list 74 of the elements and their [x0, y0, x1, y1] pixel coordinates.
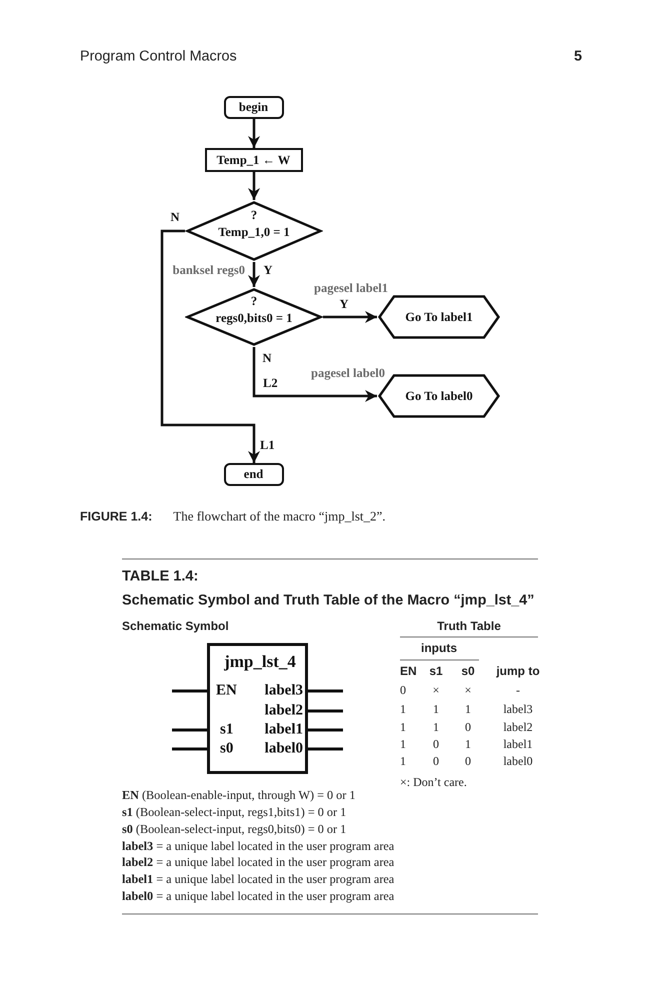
table-value: 1: [400, 721, 406, 735]
table-value: label1: [503, 738, 533, 752]
node-text: Temp_1,0 = 1: [218, 224, 290, 240]
table-value: label2: [503, 721, 533, 735]
running-head: Program Control Macros: [80, 48, 237, 66]
node-text: ?: [250, 294, 258, 308]
table-value: label0: [503, 755, 533, 769]
column-group-header: inputs: [421, 642, 457, 656]
column-header: jump to: [496, 665, 540, 679]
table-value: 1: [400, 755, 406, 769]
table-value: 0: [465, 755, 471, 769]
node-text: Temp_1 ← W: [216, 152, 290, 167]
instruction-annotation: banksel regs0: [172, 262, 245, 278]
arrow: [248, 262, 260, 287]
table-value: 0: [400, 684, 406, 698]
instruction-annotation: pagesel label1: [314, 280, 388, 296]
figure-caption: FIGURE 1.4: The flowchart of the macro “jmp_lst_2”.: [80, 510, 386, 524]
definition-line: s0 (Boolean-select-input, regs0,bits0) = 0 or 1: [122, 822, 346, 836]
definition-line: label1 = a unique label located in the user program area: [122, 872, 394, 886]
branch-label: L1: [260, 438, 275, 452]
definition-line: label2 = a unique label located in the user program area: [122, 855, 394, 870]
pin-label: label1: [264, 721, 303, 739]
definition-line: label3 = a unique label located in the user program area: [122, 838, 394, 853]
process-box: [205, 148, 303, 172]
schematic-symbol-box: [207, 643, 308, 774]
pin-label: label2: [264, 702, 303, 720]
table-value: 1: [465, 703, 471, 717]
start-terminal: [224, 96, 284, 119]
table-title: Schematic Symbol and Truth Table of the Macro “jmp_lst_4”: [122, 592, 534, 610]
instruction-annotation: pagesel label0: [311, 366, 385, 380]
pin-label: EN: [216, 682, 237, 700]
table-value: 0: [433, 738, 439, 752]
table-value: 1: [433, 703, 439, 717]
table-value: 1: [400, 703, 406, 717]
arrow: [160, 230, 260, 463]
section-heading: Schematic Symbol: [122, 620, 229, 634]
decision-diamond: [185, 200, 323, 262]
table-value: 1: [400, 738, 406, 752]
pin-label: s0: [220, 740, 234, 758]
table-value: 1: [465, 738, 471, 752]
node-text: Go To label0: [405, 388, 473, 404]
definition-line: label0 = a unique label located in the user program area: [122, 889, 394, 904]
table-value: ×: [464, 684, 472, 698]
table-footnote: ×: Don’t care.: [400, 776, 467, 790]
pin-label: label3: [264, 682, 303, 700]
node-text: end: [244, 466, 264, 482]
arrow: [248, 172, 260, 200]
column-header: s1: [429, 665, 443, 679]
arrow: [252, 347, 377, 402]
pin-label: s1: [220, 721, 234, 739]
node-text: Go To label1: [405, 310, 473, 324]
table-value: -: [516, 684, 520, 698]
page-number: 5: [574, 48, 582, 66]
table-value: ×: [432, 684, 440, 698]
arrow: [323, 311, 377, 323]
end-terminal: [224, 463, 284, 486]
section-heading: Truth Table: [437, 620, 501, 634]
table-value: label3: [503, 703, 533, 717]
table-value: 0: [433, 755, 439, 769]
node-text: regs0,bits0 = 1: [216, 310, 292, 326]
jump-hexagon: [377, 294, 501, 340]
table-value: 1: [433, 721, 439, 735]
pin-label: label0: [264, 740, 303, 758]
node-text: ?: [250, 208, 258, 222]
table-number: TABLE 1.4:: [122, 568, 198, 586]
symbol-name: jmp_lst_4: [224, 652, 296, 672]
definition-line: s1 (Boolean-select-input, regs1,bits1) = 0 or 1: [122, 804, 346, 819]
definition-line: EN (Boolean-enable-input, through W) = 0 or 1: [122, 788, 356, 802]
branch-label: L2: [263, 376, 278, 390]
table-value: 0: [465, 721, 471, 735]
column-header: s0: [461, 665, 475, 679]
node-text: begin: [238, 100, 268, 114]
arrow: [248, 119, 260, 148]
column-header: EN: [400, 665, 417, 679]
